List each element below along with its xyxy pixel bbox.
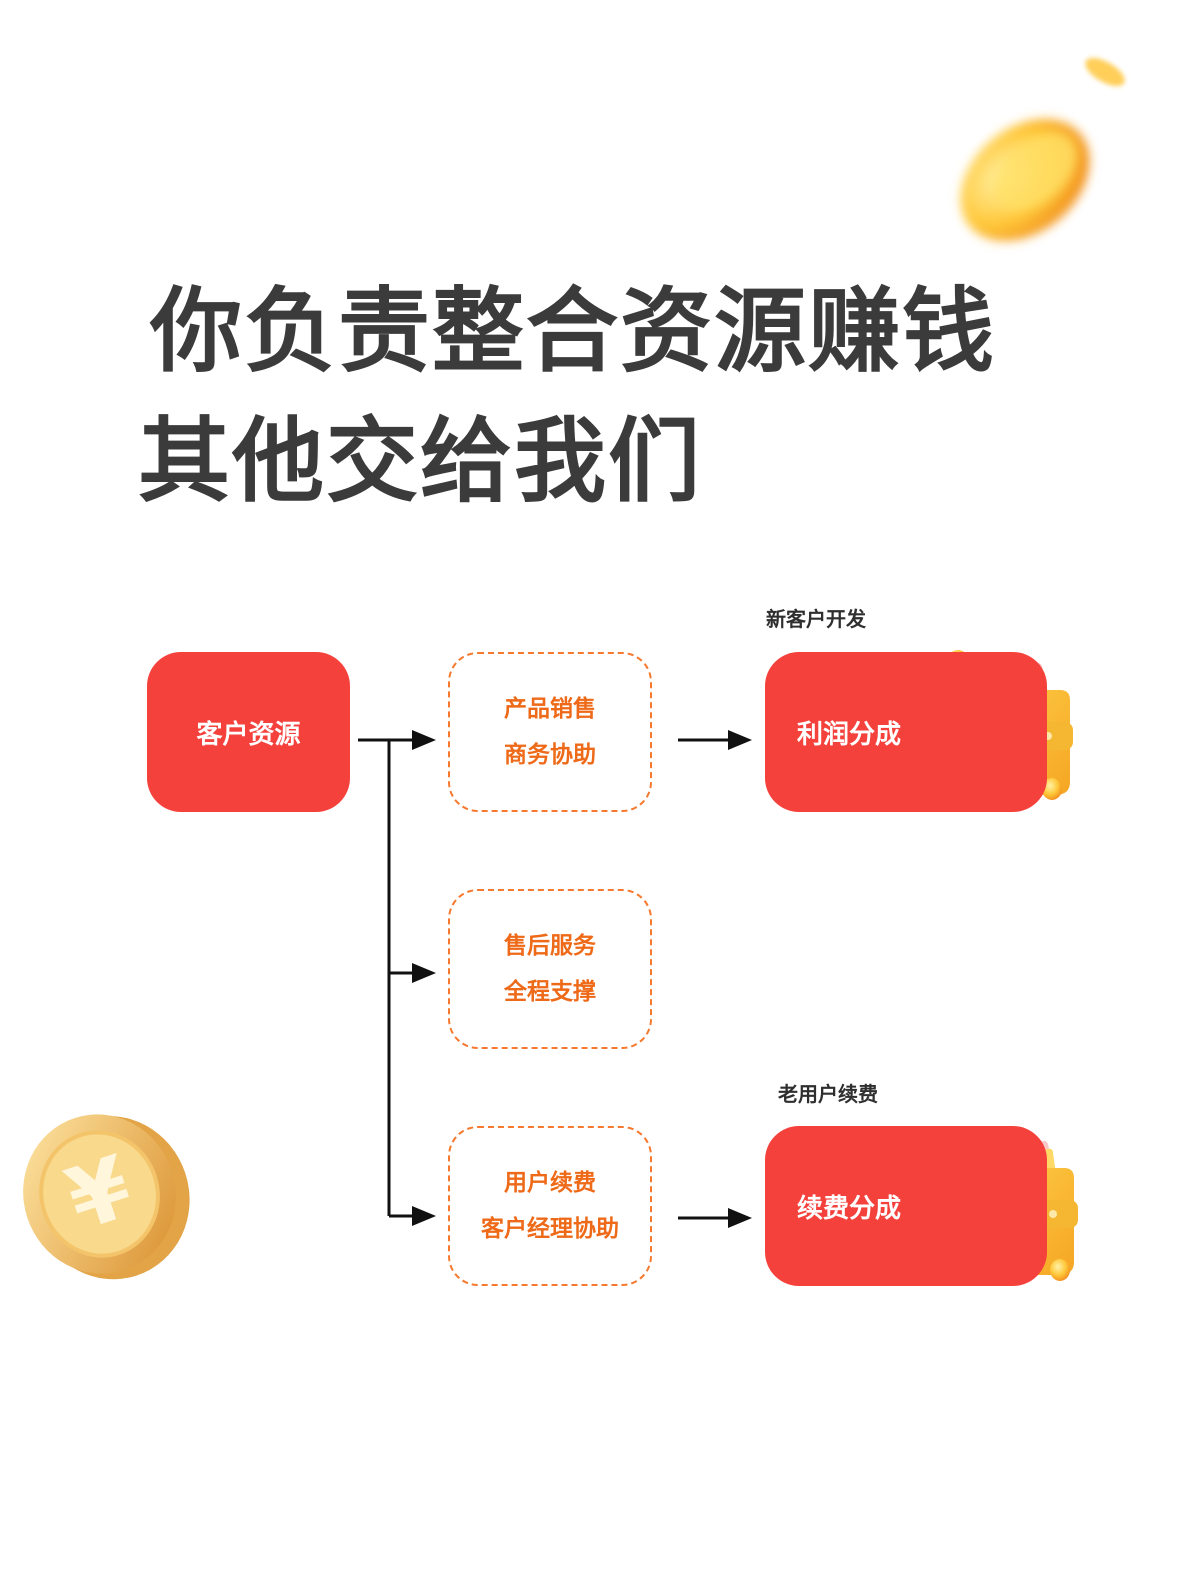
node-renewal-share: 续费分成 (765, 1126, 1047, 1286)
title-line-2: 其他交给我们 (138, 408, 703, 515)
node-label-line2: 全程支撑 (504, 979, 596, 1005)
node-profit-share: 利润分成 (765, 652, 1047, 812)
node-label-line1: 产品销售 (504, 696, 596, 722)
node-label: 利润分成 (797, 719, 902, 750)
arrowhead-icon (728, 1208, 752, 1228)
arrowhead-icon (728, 730, 752, 750)
node-label-line1: 用户续费 (504, 1170, 596, 1196)
node-label-line1: 售后服务 (504, 933, 596, 959)
node-customer-resources: 客户资源 (147, 652, 350, 812)
node-after-sales: 售后服务 全程支撑 (448, 889, 652, 1049)
node-label-line2: 客户经理协助 (481, 1216, 619, 1242)
arrowhead-icon (412, 963, 436, 983)
node-sales-support: 产品销售 商务协助 (448, 652, 652, 812)
falling-coin-icon (960, 58, 1125, 242)
title-line-1: 你负责整合资源赚钱 (150, 278, 997, 385)
node-label: 客户资源 (196, 719, 301, 750)
caption-new-customer: 新客户开发 (766, 607, 866, 631)
arrowhead-icon (412, 730, 436, 750)
caption-old-customer: 老用户续费 (778, 1082, 878, 1106)
node-label: 续费分成 (797, 1193, 902, 1224)
yuan-coin-icon: ¥ (23, 1114, 190, 1280)
node-renewal-support: 用户续费 客户经理协助 (448, 1126, 652, 1286)
arrowhead-icon (412, 1206, 436, 1226)
node-label-line2: 商务协助 (504, 742, 596, 768)
